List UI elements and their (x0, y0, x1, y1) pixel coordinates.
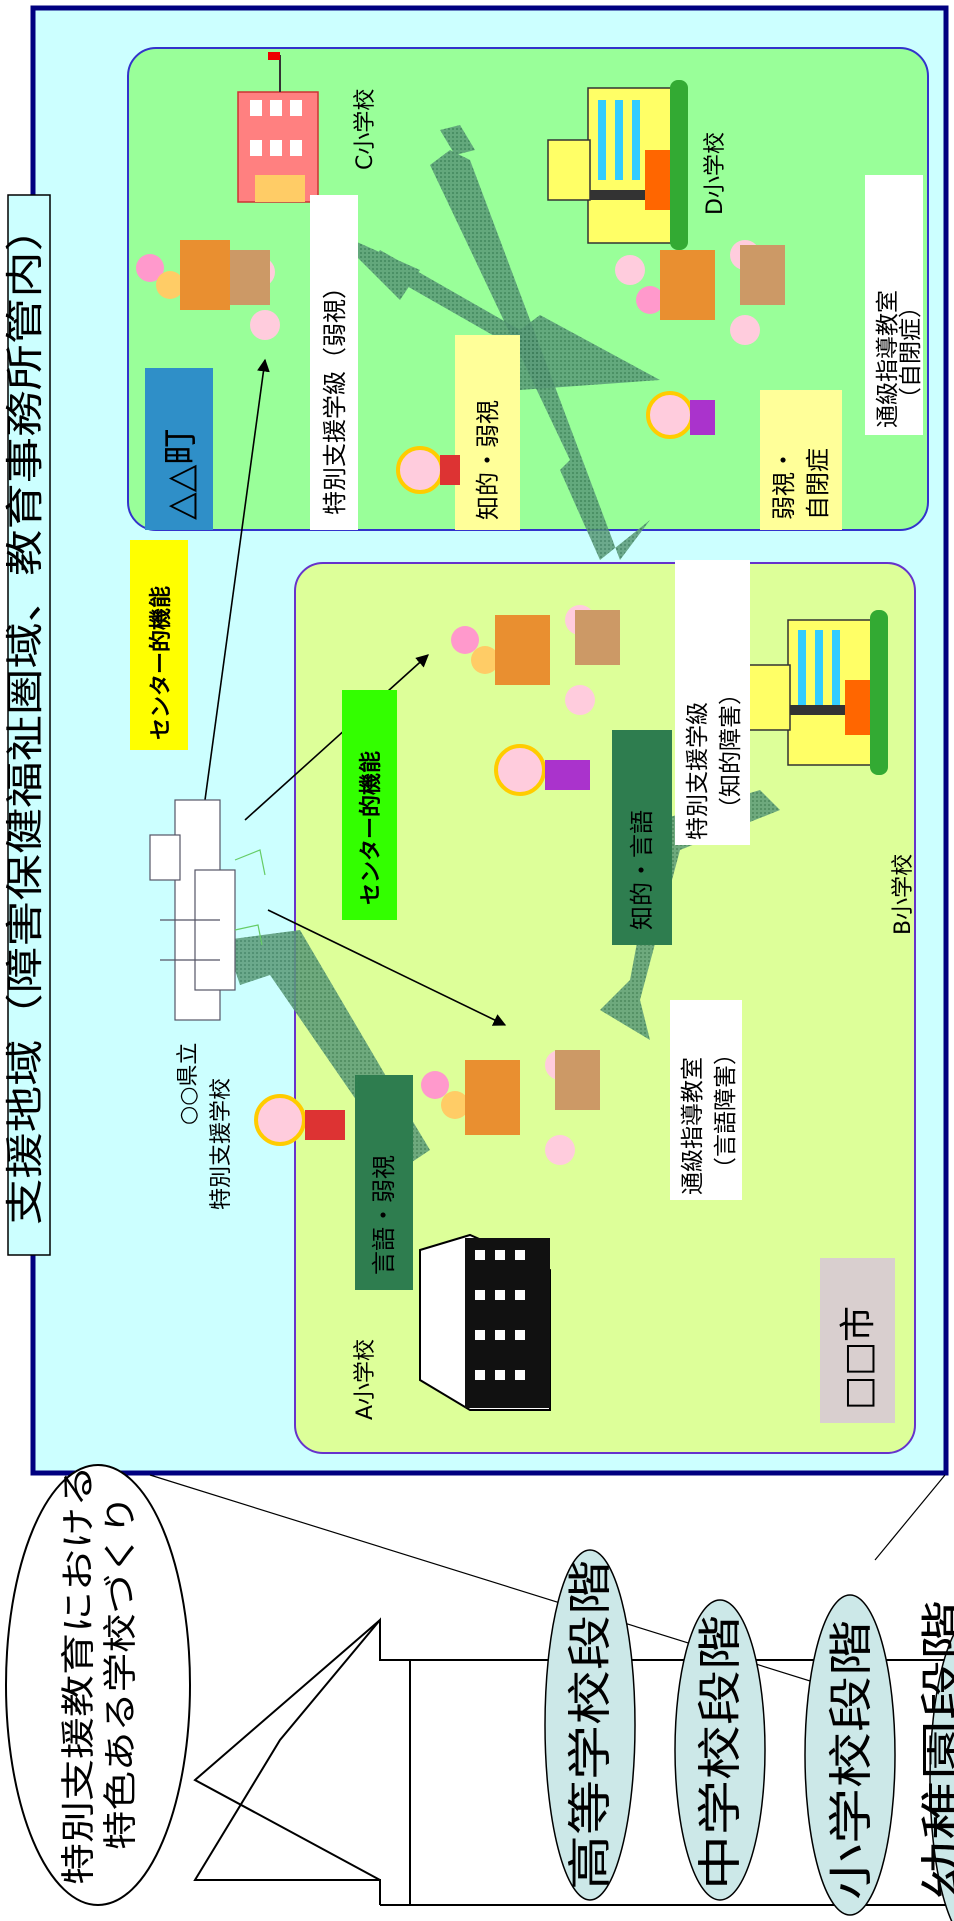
city-class-intellectual-box (675, 560, 750, 845)
stage-label-kinder: 幼稚園段階 (918, 1600, 954, 1900)
stage-label-middle: 中学校段階 (695, 1615, 746, 1890)
town-tsukyu-line1: 通級指導教室 (875, 290, 901, 428)
city-flow-intellectual-language-label: 知的・言語 (628, 810, 656, 930)
stage-oval-kinder (929, 1632, 954, 1921)
school-d-label: D小学校 (703, 132, 728, 215)
city-class-intellectual-line1: 特別支援学級 (685, 702, 711, 840)
progression-arrow (193, 1617, 411, 1905)
school-c-label: C小学校 (353, 89, 378, 170)
stage-label-high: 高等学校段階 (565, 1560, 616, 1890)
center-function-outer-badge (130, 540, 188, 750)
city-flow-language-vision-label: 言語・弱視 (370, 1155, 398, 1275)
child-figure-city-2 (494, 744, 590, 796)
children-figures-town-2 (615, 240, 785, 345)
town-flow-intellectual-vision-badge (455, 335, 520, 530)
town-flow-vision-autism-line1: 弱視・ (770, 448, 798, 520)
children-figures-town-1 (136, 240, 280, 340)
center-arrow-to-tsukyu (267, 909, 507, 1026)
city-name-badge (820, 1258, 895, 1423)
summary-oval (5, 1464, 191, 1906)
stage-oval-high (544, 1549, 636, 1901)
school-b-label: B小学校 (891, 854, 916, 935)
special-school-building-icon (149, 799, 266, 1021)
page-title: 支援地域（障害保健福祉圏域、教育事務所管内） (3, 205, 47, 1225)
town-name-badge (145, 368, 213, 530)
summary-line2: 特色ある学校づくり (101, 1495, 141, 1850)
town-flow-vision-autism-line2: 自閉症 (804, 448, 832, 520)
school-a-label: A小学校 (353, 1339, 378, 1420)
stage-oval-middle (674, 1599, 766, 1901)
city-tsukyu-line2: （言語障害） (713, 1042, 739, 1180)
city-name: □□市 (838, 1306, 879, 1410)
town-tsukyu-box (865, 175, 923, 435)
center-function-inner-label: センター的機能 (358, 751, 384, 905)
child-figure-town-4 (646, 391, 715, 439)
town-name: △△町 (160, 429, 201, 520)
children-figures-city-1 (451, 605, 620, 715)
center-arrow-to-town (204, 358, 270, 801)
town-tsukyu-line2: （自閉症） (898, 295, 924, 410)
city-flow-language-vision-badge (355, 1075, 413, 1290)
connector-line-right (874, 1474, 946, 1561)
city-tsukyu-box (670, 1000, 742, 1200)
summary-line1: 特別支援教育における (59, 1465, 99, 1885)
center-function-inner-badge (342, 690, 397, 920)
children-figures-city-3 (421, 1050, 600, 1165)
special-school-label-2: 特別支援学校 (209, 1078, 234, 1210)
child-figure-town-3 (396, 446, 460, 494)
city-class-intellectual-line2: （知的障害） (718, 682, 744, 820)
stage-label-elementary: 小学校段階 (826, 1620, 877, 1900)
town-flow-vision-autism-badge (760, 390, 842, 530)
child-figure-city-4 (254, 1094, 345, 1146)
school-d-building-icon (547, 80, 688, 250)
center-function-outer-label: センター的機能 (148, 586, 174, 740)
city-flow-intellectual-language-badge (612, 730, 672, 945)
city-tsukyu-line1: 通級指導教室 (680, 1057, 706, 1195)
town-class-weak-vision-label: 特別支援学級（弱視） (321, 275, 349, 515)
flow-arrow-town-2 (430, 125, 650, 560)
town-flow-intellectual-vision-label: 知的・弱視 (474, 400, 502, 520)
school-c-building-icon (237, 52, 319, 203)
center-arrow-to-b (244, 654, 429, 821)
school-a-building-icon (419, 1233, 551, 1411)
school-b-building-icon (747, 610, 888, 775)
special-school-label-1: ○○県立 (176, 1043, 201, 1125)
flow-arrow-city-1 (600, 790, 780, 1040)
stage-oval-elementary (804, 1594, 896, 1916)
title-strip (7, 194, 51, 1256)
town-class-weak-vision-box (310, 195, 358, 530)
